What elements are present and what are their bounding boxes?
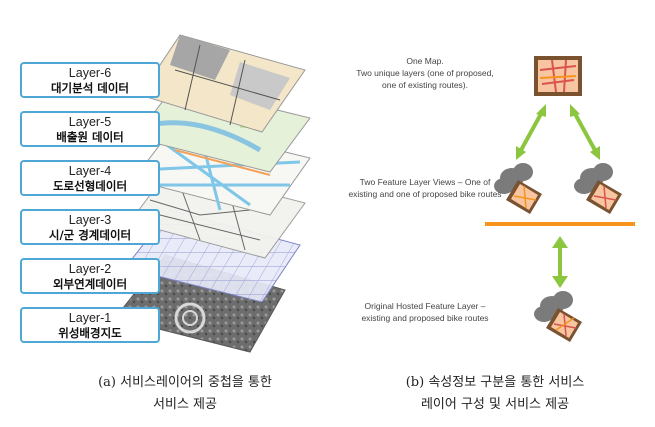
double-arrow-vertical <box>552 236 568 288</box>
layer-name: Layer-2 <box>68 262 112 276</box>
left-caption-line2: 서비스 제공 <box>153 397 217 412</box>
left-caption-line1: (a) 서비스레이어의 중첩을 통한 <box>98 375 272 390</box>
layer-desc: 시/군 경계데이터 <box>48 228 132 242</box>
one-map-icon <box>534 56 582 96</box>
layer-desc: 대기분석 데이터 <box>50 81 130 95</box>
right-caption: (b) 속성정보 구분을 통한 서비스 레이어 구성 및 서비스 제공 <box>345 372 645 416</box>
separator-bar <box>485 222 635 226</box>
one-map-desc: Two unique layers (one of proposed, one … <box>356 68 494 90</box>
double-arrow-right <box>570 104 600 160</box>
one-map-title: One Map. <box>406 56 444 66</box>
layer-name: Layer-4 <box>68 164 112 178</box>
layer-desc: 위성배경지도 <box>58 326 122 340</box>
feature-view-proposed-icon <box>574 163 622 214</box>
layer-name: Layer-6 <box>68 66 112 80</box>
layer-6-label: Layer-6 대기분석 데이터 <box>20 62 160 98</box>
layer-name: Layer-5 <box>68 115 112 129</box>
feature-view-existing-icon <box>494 163 542 214</box>
double-arrow-left <box>516 104 546 160</box>
one-map-text: One Map. Two unique layers (one of propo… <box>350 55 500 91</box>
layer-1-label: Layer-1 위성배경지도 <box>20 307 160 343</box>
layer-desc: 도로선형데이터 <box>52 179 128 193</box>
layer-2-label: Layer-2 외부연계데이터 <box>20 258 160 294</box>
layer-name: Layer-1 <box>68 311 112 325</box>
layer-desc: 외부연계데이터 <box>52 277 128 291</box>
layer-desc: 배출원 데이터 <box>56 130 124 144</box>
right-caption-line1: (b) 속성정보 구분을 통한 서비스 <box>405 375 585 390</box>
right-caption-line2: 레이어 구성 및 서비스 제공 <box>420 397 570 412</box>
layer-3-label: Layer-3 시/군 경계데이터 <box>20 209 160 245</box>
left-caption: (a) 서비스레이어의 중첩을 통한 서비스 제공 <box>40 372 330 416</box>
feature-views-text: Two Feature Layer Views – One of existin… <box>348 177 502 199</box>
layer-name: Layer-3 <box>68 213 112 227</box>
atmospheric-layer-plane <box>139 34 306 133</box>
feature-layer-diagram <box>485 56 635 342</box>
hosted-layer-text: Original Hosted Feature Layer – existing… <box>361 301 489 323</box>
hosted-feature-layer-icon <box>534 291 582 342</box>
layer-5-label: Layer-5 배출원 데이터 <box>20 111 160 147</box>
layer-4-label: Layer-4 도로선형데이터 <box>20 160 160 196</box>
